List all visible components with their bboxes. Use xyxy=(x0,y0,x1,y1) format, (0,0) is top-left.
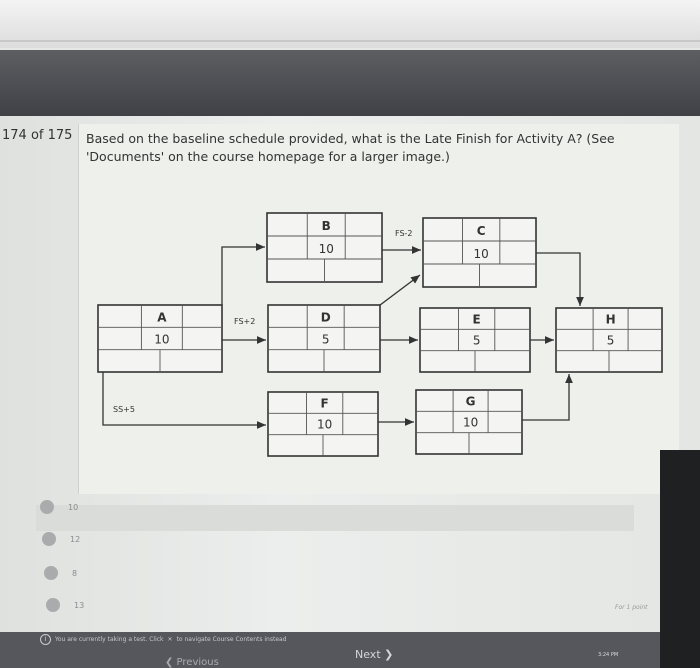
footer-bar xyxy=(0,632,660,668)
label-fs-plus-2: FS+2 xyxy=(234,317,255,326)
option-hover-highlight xyxy=(36,505,634,531)
next-button[interactable]: Next ❯ xyxy=(355,648,394,661)
activity-node-g: G 10 xyxy=(415,389,523,455)
link-a-b xyxy=(221,243,265,305)
taskbar-clock: 3:24 PM xyxy=(598,652,619,658)
activity-duration: 5 xyxy=(473,334,481,348)
activity-node-f: F 10 xyxy=(267,391,379,457)
activity-id: B xyxy=(322,219,331,233)
option-2[interactable]: 12 xyxy=(42,532,80,546)
activity-duration: 10 xyxy=(474,247,489,261)
link-d-c xyxy=(379,274,421,306)
activity-duration: 5 xyxy=(322,333,330,347)
radio-button[interactable] xyxy=(44,566,58,580)
activity-node-d: D5 xyxy=(267,304,381,373)
radio-button[interactable] xyxy=(42,532,56,546)
activity-node-e: E5 xyxy=(419,307,531,373)
option-1[interactable]: 10 xyxy=(40,500,78,514)
header-band xyxy=(0,50,700,116)
previous-button[interactable]: ❮ Previous xyxy=(165,657,219,668)
activity-id: A xyxy=(157,310,167,324)
question-number: 174 of 175 xyxy=(2,128,73,143)
activity-duration: 10 xyxy=(154,333,169,347)
activity-node-c: C 10 xyxy=(422,217,537,288)
activity-id: D xyxy=(321,310,331,324)
label-ss-plus-5: SS+5 xyxy=(113,405,135,414)
radio-button[interactable] xyxy=(40,500,54,514)
activity-id: E xyxy=(473,312,481,326)
option-4[interactable]: 13 xyxy=(46,598,84,612)
activity-id: C xyxy=(477,224,486,238)
activity-duration: 10 xyxy=(319,242,334,256)
activity-duration: 5 xyxy=(607,334,615,348)
activity-node-a: A 10 xyxy=(97,304,223,373)
activity-id: G xyxy=(466,394,476,408)
points-label: For 1 point xyxy=(615,604,648,611)
activity-node-b: B 10 xyxy=(266,212,383,283)
link-a-f xyxy=(102,372,266,429)
close-icon[interactable]: ✕ xyxy=(167,636,173,643)
question-text: Based on the baseline schedule provided,… xyxy=(86,131,615,164)
link-g-h xyxy=(522,374,573,421)
info-icon: i xyxy=(40,634,51,645)
activity-id: H xyxy=(606,312,616,326)
monitor-bezel xyxy=(660,450,700,668)
label-fs-minus-2: FS-2 xyxy=(395,229,413,238)
radio-button[interactable] xyxy=(46,598,60,612)
activity-node-h: H5 xyxy=(555,307,663,373)
option-3[interactable]: 8 xyxy=(44,566,77,580)
browser-bar xyxy=(0,0,700,48)
activity-id: F xyxy=(321,396,329,410)
activity-duration: 10 xyxy=(463,416,478,430)
link-c-h xyxy=(536,252,584,306)
activity-duration: 10 xyxy=(317,418,332,432)
